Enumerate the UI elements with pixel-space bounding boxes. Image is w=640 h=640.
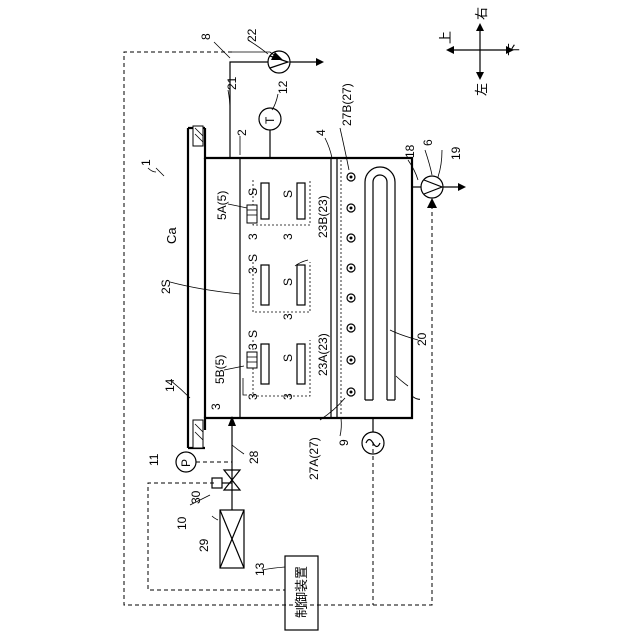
label-20: 20 [415, 332, 429, 346]
label-3: 3 [246, 393, 260, 400]
cooling-coil-outer [365, 167, 395, 400]
label-s: S [246, 330, 260, 338]
outlet-arrowhead [427, 198, 437, 208]
label-22: 22 [245, 28, 259, 42]
cooling-coil-inner [373, 175, 387, 400]
direction-compass [446, 23, 514, 80]
label-ca: Ca [164, 227, 179, 244]
label-3: 3 [246, 343, 260, 350]
label-3: 3 [281, 393, 295, 400]
label-3: 3 [246, 233, 260, 240]
label-2s: 2S [159, 279, 173, 294]
label-12: 12 [276, 80, 290, 94]
outlet-pump-circle [421, 176, 443, 198]
label-s: S [281, 354, 295, 362]
label-3: 3 [281, 233, 295, 240]
substrate-group-bottom [253, 340, 310, 396]
label-s: S [246, 188, 260, 196]
label-8: 8 [199, 33, 213, 40]
dir-down: 下 [507, 43, 522, 56]
control-signal-loop [124, 52, 432, 605]
outlet-arrow [458, 183, 466, 191]
outlet-pump-symbol [424, 180, 442, 194]
label-s: S [281, 278, 295, 286]
label-28: 28 [247, 450, 261, 464]
gas-pipe [230, 62, 268, 158]
leader-lines [148, 40, 442, 570]
lid-seal-top [193, 126, 203, 146]
lid-seal-bottom [193, 420, 203, 448]
label-23b: 23B(23) [316, 195, 330, 238]
pump-letter: P [179, 459, 193, 467]
label-30: 30 [189, 490, 203, 504]
holder-5a [247, 205, 257, 223]
dir-left: 左 [475, 83, 490, 96]
label-5a: 5A(5) [215, 191, 229, 220]
label-21: 21 [225, 76, 239, 90]
dir-up: 上 [439, 31, 454, 44]
controller-label: 制御装置 [295, 566, 310, 618]
label-5b: 5B(5) [213, 355, 227, 384]
label-3: 3 [246, 267, 260, 274]
substrate-group-mid [253, 262, 310, 312]
thermo-letter: T [263, 116, 277, 124]
holder-5b [247, 352, 257, 368]
device-pointer [156, 168, 164, 176]
label-4: 4 [314, 129, 328, 136]
label-7: 7 [409, 395, 423, 402]
label-19: 19 [449, 146, 463, 160]
label-27a: 27A(27) [307, 437, 321, 480]
label-s: S [281, 190, 295, 198]
label-3: 3 [209, 403, 223, 410]
label-14: 14 [163, 378, 177, 392]
label-11: 11 [147, 453, 161, 466]
label-18: 18 [403, 144, 417, 158]
gas-out-arrow [316, 58, 324, 66]
label-6: 6 [421, 139, 435, 146]
label-s: S [246, 254, 260, 262]
label-1: 1 [139, 159, 153, 166]
nozzle-array [347, 173, 355, 396]
label-3: 3 [281, 313, 295, 320]
label-29: 29 [197, 538, 211, 552]
label-9: 9 [337, 439, 351, 446]
chamber-inner [205, 158, 412, 418]
label-10: 10 [175, 516, 189, 530]
label-27b: 27B(27) [340, 83, 354, 126]
substrate-group-top [253, 180, 310, 225]
holder-5b-stem [243, 378, 247, 395]
label-13: 13 [253, 562, 267, 576]
label-2: 2 [235, 129, 249, 136]
chamber-wall [205, 128, 412, 430]
dir-right: 右 [475, 7, 490, 20]
label-23a: 23A(23) [316, 333, 330, 376]
